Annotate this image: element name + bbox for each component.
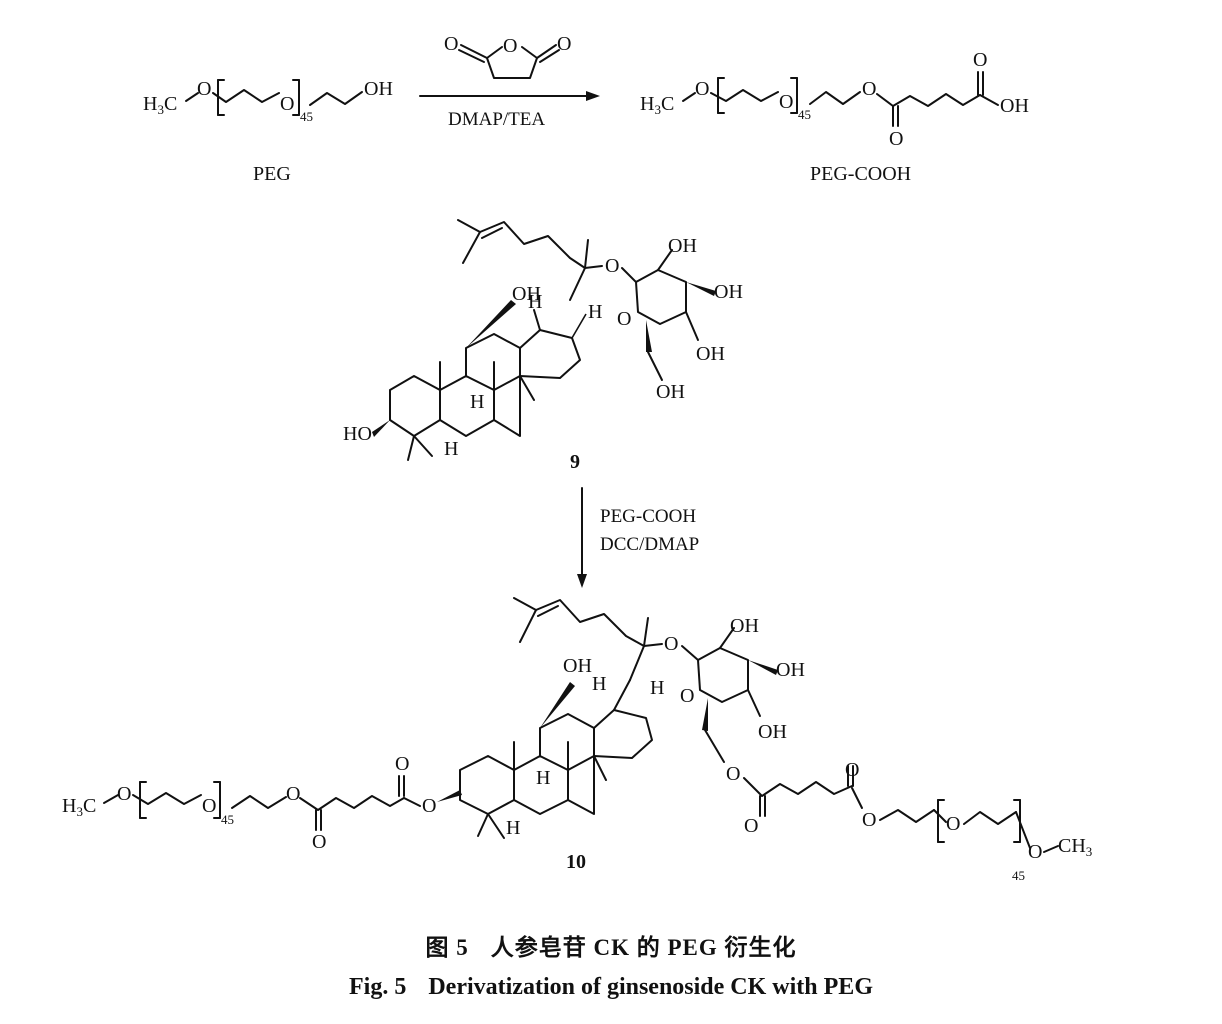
c10-h-5: H [506,817,520,839]
peg-repeat-45: 45 [300,109,313,124]
compound-9-label: 9 [570,451,580,473]
c10-o-carbonyl-right2: O [845,759,859,781]
c10-ch3-right: CH3 [1058,835,1092,859]
c10-h-13: H [592,673,606,695]
anhydride-o-right: O [557,33,571,55]
compound-10-structure: H3C O O 45 O O O O O O OH OH OH [62,597,1092,883]
c10-o-right4: O [1028,841,1042,863]
c9-glyco-o: O [605,255,619,277]
c9-sugar-ring-o: O [617,308,631,330]
peg-h3c-label: H3C [143,93,177,117]
c10-o-left3: O [286,783,300,805]
c10-h-17: H [650,677,664,699]
pegcooh-h3c-label: H3C [640,93,674,117]
anhydride-o-ring: O [503,35,517,57]
caption-en-text: Derivatization of ginsenoside CK with PE… [428,974,873,1000]
pegcooh-o-carbonyl1: O [889,128,903,150]
caption-en-fig: Fig. 5 [349,974,407,1000]
compound-10-label: 10 [566,851,586,873]
c10-12-oh: OH [563,655,592,677]
c10-o-ester3: O [422,795,436,817]
reagent-dcc-dmap: DCC/DMAP [600,534,699,555]
c10-sugar-oh2: OH [776,659,805,681]
anhydride-o-left: O [444,33,458,55]
succinic-anhydride: O O O [444,33,571,79]
caption-chinese: 图 5 人参皂苷 CK 的 PEG 衍生化 [0,928,1222,962]
peg-o1-label: O [197,78,211,100]
c10-o-left1: O [117,783,131,805]
c10-o-right3: O [946,813,960,835]
c10-o-ester-right2: O [862,809,876,831]
pegcooh-o3: O [862,78,876,100]
reaction-arrow-1: DMAP/TEA [419,91,600,130]
pegcooh-o1: O [695,78,709,100]
c9-sugar-oh4: OH [656,381,685,403]
pegcooh-o2: O [779,91,793,113]
peg-cooh-label: PEG-COOH [810,163,911,185]
c10-repeat-45-left: 45 [221,812,234,827]
c9-12-oh: OH [512,283,541,305]
c9-sugar-oh1: OH [668,235,697,257]
c9-sugar-oh3: OH [696,343,725,365]
reaction-arrow-2: PEG-COOH DCC/DMAP [577,487,699,588]
c10-h-9: H [536,767,550,789]
pegcooh-repeat-45: 45 [798,107,811,122]
c9-h-5: H [444,438,458,460]
c10-sugar-oh3: OH [758,721,787,743]
c10-sugar-ring-o: O [680,685,694,707]
pegcooh-oh: OH [1000,95,1029,117]
caption-cn-fig: 图 5 [425,935,469,960]
c10-o-left2: O [202,795,216,817]
c10-o-ester-right1: O [726,763,740,785]
caption-cn-text: 人参皂苷 CK 的 PEG 衍生化 [490,935,797,960]
c10-o-carbonyl-left2: O [395,753,409,775]
c10-o-carbonyl-right1: O [744,815,758,837]
peg-cooh-structure: H3C O O 45 O O O OH PEG-COOH [640,49,1029,185]
reagent-dmap-tea: DMAP/TEA [448,109,545,130]
caption-english: Fig. 5 Derivatization of ginsenoside CK w… [0,974,1222,1001]
pegcooh-o-carbonyl2: O [973,49,987,71]
c9-h-17: H [588,301,602,323]
peg-oh-label: OH [364,78,393,100]
peg-label: PEG [253,163,291,185]
c10-o-carbonyl-left1: O [312,831,326,853]
peg-structure: H3C O O 45 OH PEG [143,78,393,185]
compound-9-structure: O O OH OH OH OH OH H H H H HO 9 [343,219,743,473]
peg-o2-label: O [280,93,294,115]
c10-sugar-oh1: OH [730,615,759,637]
c10-glyco-o: O [664,633,678,655]
reaction-scheme: H3C O O 45 OH PEG O O O DMAP/TEA H3C O O… [62,33,1092,883]
c10-repeat-45-right: 45 [1012,868,1025,883]
c9-sugar-oh2: OH [714,281,743,303]
c9-3-ho: HO [343,423,372,445]
c9-h-9: H [470,391,484,413]
reagent-peg-cooh: PEG-COOH [600,506,696,527]
c9-h-13: H [528,291,542,313]
c10-h3c-left: H3C [62,795,96,819]
